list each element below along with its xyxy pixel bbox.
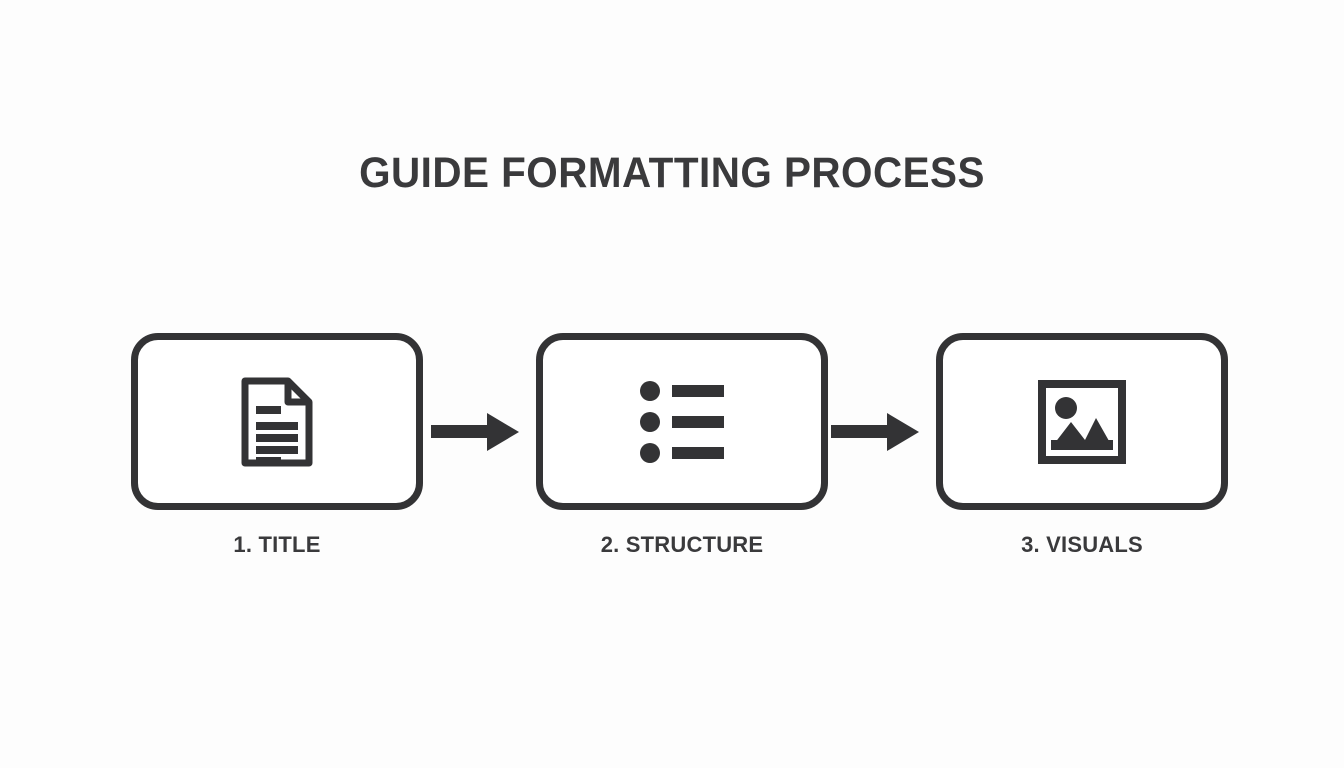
arrow-right-icon [831, 411, 919, 453]
arrow-right-icon [431, 411, 519, 453]
process-step-title: 1. TITLE [131, 333, 423, 556]
process-step-visuals: 3. VISUALS [936, 333, 1228, 556]
document-icon [240, 376, 314, 468]
process-flow-row: 1. TITLE [131, 333, 1228, 573]
step-label-visuals: 3. VISUALS [1021, 532, 1143, 557]
bulleted-list-icon [640, 380, 724, 463]
step-card-title [131, 333, 423, 510]
step-card-visuals [936, 333, 1228, 510]
step-label-structure: 2. STRUCTURE [600, 532, 764, 557]
process-step-structure: 2. STRUCTURE [536, 333, 828, 556]
image-icon [1038, 379, 1126, 464]
step-label-title: 1. TITLE [233, 532, 321, 557]
step-card-structure [536, 333, 828, 510]
page-title: GUIDE FORMATTING PROCESS [359, 149, 985, 197]
